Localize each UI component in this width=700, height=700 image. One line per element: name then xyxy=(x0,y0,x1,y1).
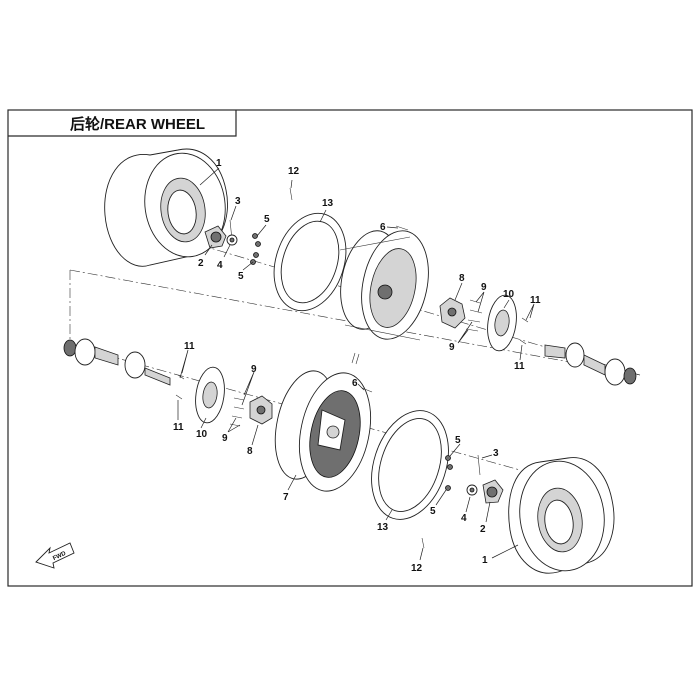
beadlock-ring-upper xyxy=(273,212,347,312)
driveshaft-right xyxy=(544,342,637,386)
nut-upper xyxy=(226,234,238,246)
callout-9a-lower: 9 xyxy=(251,364,257,375)
tire-upper xyxy=(104,148,228,267)
callout-12-lower: 12 xyxy=(411,563,423,574)
cotter-pin-lower xyxy=(477,454,481,476)
brake-disc-upper xyxy=(487,294,517,352)
callout-12-upper: 12 xyxy=(288,166,300,177)
nut-lower xyxy=(466,484,478,496)
callout-13-lower: 13 xyxy=(377,522,389,533)
callout-10-upper: 10 xyxy=(503,289,515,300)
fwd-arrow-icon: FWD xyxy=(35,542,75,569)
bolt-upper xyxy=(289,187,293,201)
callout-4-upper: 4 xyxy=(217,260,223,271)
callout-9b-lower: 9 xyxy=(222,433,228,444)
callout-7: 7 xyxy=(283,492,289,503)
callout-5b-upper: 5 xyxy=(238,271,244,282)
callout-1-upper: 1 xyxy=(216,158,222,169)
callout-9b-upper: 9 xyxy=(449,342,455,353)
callout-5a-lower: 5 xyxy=(455,435,461,446)
callout-11b-lower: 11 xyxy=(173,422,184,433)
bolt-lower xyxy=(421,537,425,549)
callout-8-upper: 8 xyxy=(459,273,465,284)
studs-lower xyxy=(229,397,245,427)
callout-2-upper: 2 xyxy=(198,258,204,269)
callout-6-upper: 6 xyxy=(380,222,386,233)
studs-upper xyxy=(465,299,483,332)
callout-13-upper: 13 xyxy=(322,198,334,209)
callout-3-upper: 3 xyxy=(235,196,241,207)
callout-5a-upper: 5 xyxy=(264,214,270,225)
rim-upper xyxy=(339,230,429,341)
fwd-label: FWD xyxy=(52,551,68,562)
callout-11a-lower: 11 xyxy=(184,341,195,352)
brake-disc-lower xyxy=(195,366,225,424)
hub-upper xyxy=(204,225,227,249)
callout-2-lower: 2 xyxy=(480,524,486,535)
title-box xyxy=(8,110,237,137)
callout-6-lower: 6 xyxy=(352,378,358,389)
callout-9a-upper: 9 xyxy=(481,282,487,293)
driveshaft-left xyxy=(63,338,171,386)
lug-nuts-lower xyxy=(445,455,453,491)
callout-10-lower: 10 xyxy=(196,429,208,440)
lug-nuts-upper xyxy=(250,233,261,265)
hub-lower xyxy=(482,479,504,504)
callout-4-lower: 4 xyxy=(461,513,467,524)
disc-bolts-lower xyxy=(175,374,185,400)
callout-1-lower: 1 xyxy=(482,555,488,566)
diagram-title: 后轮/REAR WHEEL xyxy=(70,115,205,133)
callout-layer: 1 2 3 4 5 5 6 8 9 9 10 11 11 12 13 11 1 xyxy=(173,158,541,574)
callout-3-lower: 3 xyxy=(493,448,499,459)
rim-lower xyxy=(274,370,371,492)
callout-5b-lower: 5 xyxy=(430,506,436,517)
axis-break-mark xyxy=(351,352,360,365)
diagram-border xyxy=(7,109,693,587)
disc-bolts-upper xyxy=(519,317,529,345)
callout-11a-upper: 11 xyxy=(530,295,541,306)
tire-lower xyxy=(508,457,615,574)
valve-bolt-upper xyxy=(395,225,409,231)
callout-11b-upper: 11 xyxy=(514,361,525,372)
callout-8-lower: 8 xyxy=(247,446,253,457)
beadlock-ring-lower xyxy=(371,410,449,520)
hub-flange-upper xyxy=(439,297,466,329)
hub-flange-lower xyxy=(249,395,273,425)
valve-bolt-lower xyxy=(361,387,373,393)
